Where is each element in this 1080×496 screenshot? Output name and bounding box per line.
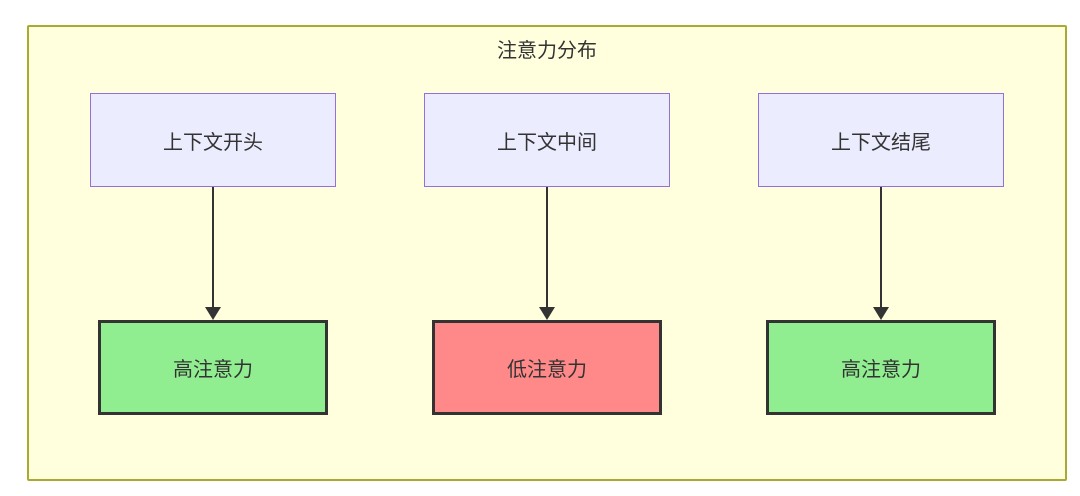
node-high-attention-2: 高注意力	[766, 320, 996, 415]
column-context-middle: 上下文中间 低注意力	[424, 93, 670, 415]
column-context-start: 上下文开头 高注意力	[90, 93, 336, 415]
attention-distribution-container: 注意力分布 上下文开头 高注意力 上下文中间 低注意力	[27, 25, 1067, 481]
connector-arrowhead	[205, 307, 221, 320]
connector-arrowhead	[539, 307, 555, 320]
diagram-title: 注意力分布	[497, 40, 597, 62]
node-context-middle: 上下文中间	[424, 93, 670, 187]
connector-arrow	[205, 187, 221, 320]
node-context-start: 上下文开头	[90, 93, 336, 187]
connector-line	[880, 187, 882, 308]
node-context-end: 上下文结尾	[758, 93, 1004, 187]
connector-arrow	[539, 187, 555, 320]
connector-arrowhead	[873, 307, 889, 320]
node-low-attention: 低注意力	[432, 320, 662, 415]
connector-line	[546, 187, 548, 308]
connector-arrow	[873, 187, 889, 320]
column-context-end: 上下文结尾 高注意力	[758, 93, 1004, 415]
connector-line	[212, 187, 214, 308]
node-high-attention-1: 高注意力	[98, 320, 328, 415]
diagram-columns: 上下文开头 高注意力 上下文中间 低注意力 上下文结尾	[29, 93, 1065, 415]
